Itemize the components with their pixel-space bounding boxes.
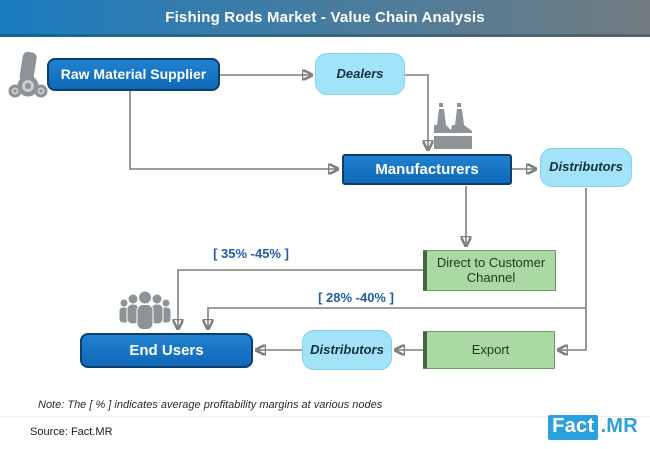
source-text: Source: Fact.MR: [30, 426, 113, 438]
margin-label-direct-channel: [ 35% -45% ]: [213, 246, 289, 261]
raw-material-rods-icon: [8, 51, 48, 98]
margin-label-export-channel: [ 28% -40% ]: [318, 290, 394, 305]
logo-mr: .MR: [600, 415, 638, 437]
node-label: Export: [471, 341, 510, 357]
node-label: Distributors: [549, 159, 623, 175]
node-distributors-bottom: Distributors: [302, 330, 392, 370]
factmr-logo: Fact .MR: [548, 415, 638, 440]
page-title: Fishing Rods Market - Value Chain Analys…: [165, 8, 485, 26]
connector-rms-manufacturers: [129, 91, 336, 169]
header-bar: Fishing Rods Market - Value Chain Analys…: [0, 0, 650, 34]
node-label: End Users: [129, 341, 204, 359]
logo-fact: Fact: [548, 415, 599, 440]
note-text: Note: The [ % ] indicates average profit…: [38, 399, 383, 411]
node-label: Manufacturers: [375, 160, 479, 178]
connector-dealers-manufacturers: [405, 74, 428, 148]
connector-distributors-export: [560, 188, 587, 350]
connector-export-channel-end-users: [208, 307, 586, 327]
node-export: Export: [423, 331, 555, 369]
node-dealers: Dealers: [315, 53, 405, 95]
node-manufacturers: Manufacturers: [342, 154, 512, 185]
node-label: Direct to Customer Channel: [436, 254, 546, 285]
node-direct-to-customer-channel: Direct to Customer Channel: [423, 250, 556, 291]
footer-divider: [0, 416, 650, 417]
factory-icon: [434, 103, 472, 149]
node-end-users: End Users: [80, 333, 253, 368]
node-label: Raw Material Supplier: [60, 66, 207, 83]
connector-direct-channel-end-users: [178, 269, 423, 327]
node-label: Distributors: [310, 341, 384, 357]
header-divider: [0, 34, 650, 37]
node-label: Dealers: [336, 65, 384, 81]
node-distributors-right: Distributors: [540, 148, 632, 187]
node-raw-material-supplier: Raw Material Supplier: [47, 58, 220, 91]
people-group-icon: [118, 290, 172, 330]
